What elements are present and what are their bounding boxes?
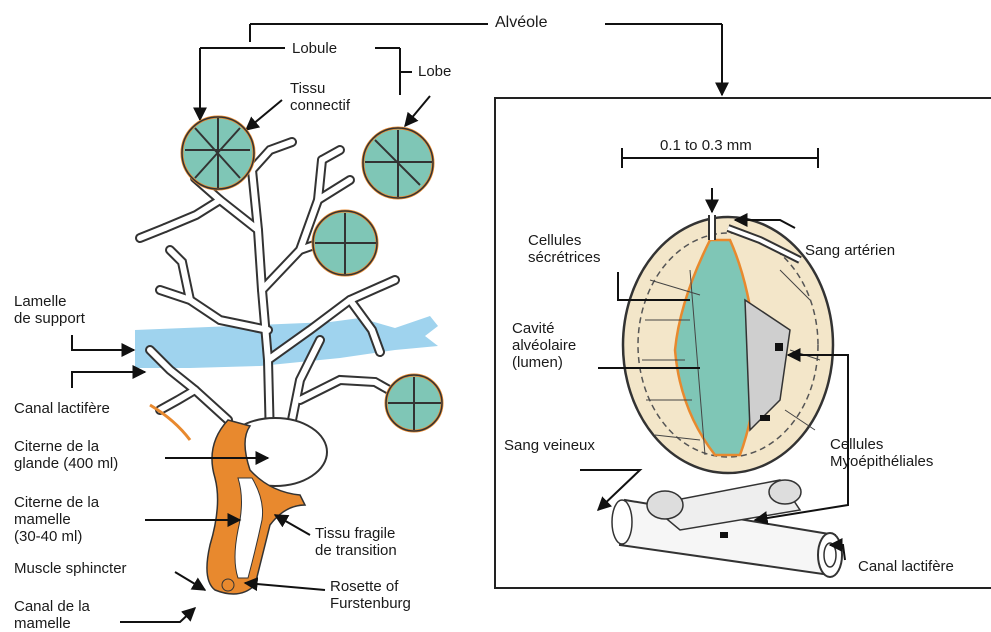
lobule-cluster-2	[363, 128, 433, 198]
label-rosette: Rosette of Furstenburg	[330, 578, 411, 612]
label-scale: 0.1 to 0.3 mm	[660, 137, 752, 154]
canal-mamelle-arrow	[120, 608, 195, 622]
lobule-cluster-3	[313, 211, 377, 275]
label-canal-lactifere: Canal lactifère	[14, 400, 110, 417]
tissu-fragile-arrow	[275, 515, 310, 535]
rosette-arrow	[245, 583, 325, 590]
label-lobe: Lobe	[418, 63, 451, 80]
label-cavite: Cavité alvéolaire (lumen)	[512, 320, 576, 371]
label-citerne-mamelle: Citerne de la mamelle (30-40 ml)	[14, 494, 99, 545]
lamelle-arrow	[72, 335, 134, 350]
label-tissu-fragile: Tissu fragile de transition	[315, 525, 397, 559]
canal-lactifere-arrow	[72, 372, 145, 388]
label-canal-mamelle: Canal de la mamelle	[14, 598, 90, 632]
lobe-arrow	[405, 96, 430, 126]
canal-lactifere-orange-line	[150, 405, 190, 440]
label-tissu-connectif: Tissu connectif	[290, 80, 350, 114]
label-alveole: Alvéole	[495, 14, 547, 31]
lobule-cluster-1	[182, 117, 254, 189]
duct-tree	[140, 142, 398, 440]
label-lobule: Lobule	[292, 40, 337, 57]
label-muscle-sphincter: Muscle sphincter	[14, 560, 127, 577]
label-sang-arterien: Sang artérien	[805, 242, 895, 259]
label-cellules-secretrices: Cellules sécrétrices	[528, 232, 601, 266]
lobule-cluster-4	[386, 375, 442, 431]
label-lamelle: Lamelle de support	[14, 293, 85, 327]
label-sang-veineux: Sang veineux	[504, 437, 595, 454]
muscle-sphincter-arrow	[175, 572, 205, 590]
label-canal-lactifere-right: Canal lactifère	[858, 558, 954, 575]
label-citerne-glande: Citerne de la glande (400 ml)	[14, 438, 118, 472]
label-myo: Cellules Myoépithéliales	[830, 436, 933, 470]
sphincter-ring	[222, 579, 234, 591]
tissu-connectif-arrow	[246, 100, 282, 130]
